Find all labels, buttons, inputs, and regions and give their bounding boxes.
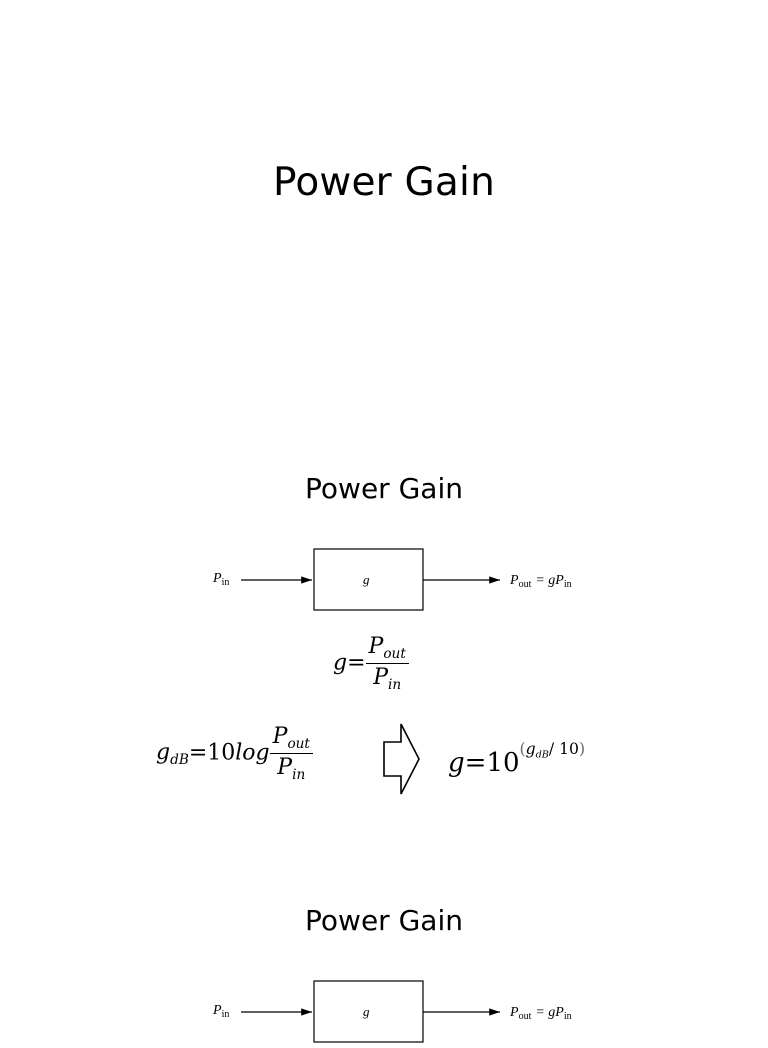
- block-diagram-1: Pin g Pout= gPin: [0, 546, 768, 616]
- block-diagram-svg-1: Pin g Pout= gPin: [212, 548, 572, 611]
- eq3-base: 10: [486, 748, 520, 779]
- eq2-log: log: [235, 740, 270, 766]
- eq3-lhs: g: [448, 748, 465, 779]
- eq1-lhs: g: [333, 650, 348, 676]
- eq2-equals: =: [188, 740, 208, 766]
- eq2-denominator: Pin: [277, 754, 306, 783]
- output-power-label: Pout= gPin: [509, 1005, 572, 1022]
- eq3-equals: =: [464, 748, 487, 779]
- eq2-coefficient: 10: [207, 740, 236, 766]
- block-diagram-svg-2: Pin g Pout= gPin: [212, 980, 572, 1043]
- eq3-exponent: (gdB/ 10): [519, 740, 586, 761]
- gain-block-label: g: [363, 1004, 370, 1019]
- input-power-label: Pin: [212, 571, 229, 588]
- gain-from-db-equation: g=10(gdB/ 10): [448, 740, 585, 778]
- slide-title-2: Power Gain: [305, 904, 463, 937]
- eq1-denominator: Pin: [373, 664, 402, 693]
- page-title: Power Gain: [273, 160, 495, 205]
- slide-title-1: Power Gain: [305, 472, 463, 505]
- eq1-equals: =: [347, 650, 366, 676]
- eq2-lhs: gdB: [156, 740, 189, 769]
- gain-block-label: g: [363, 572, 370, 587]
- eq2-numerator: Pout: [269, 724, 313, 754]
- block-diagram-2: Pin g Pout= gPin: [0, 978, 768, 1048]
- input-power-label: Pin: [212, 1003, 229, 1020]
- implies-arrow-icon: [383, 723, 420, 795]
- output-power-label: Pout= gPin: [509, 573, 572, 590]
- eq1-numerator: Pout: [365, 634, 409, 664]
